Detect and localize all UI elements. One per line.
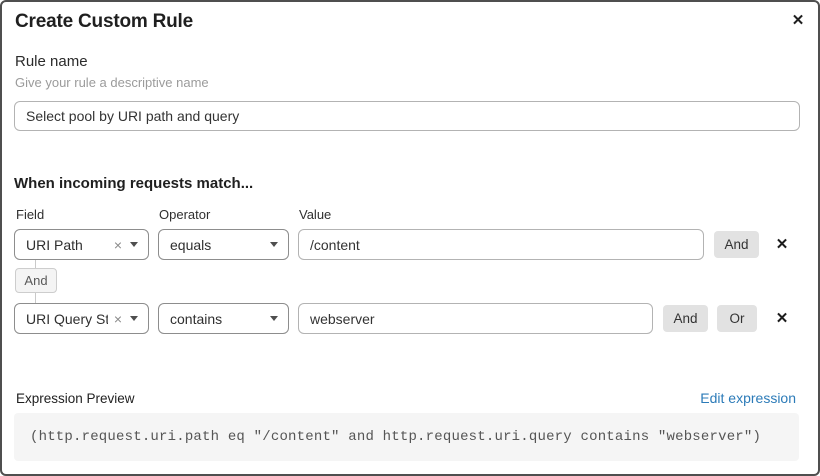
operator-select-row1[interactable]: equals — [158, 229, 289, 260]
field-select-row2[interactable]: URI Query St... × — [14, 303, 149, 334]
expression-preview-label: Expression Preview — [16, 391, 135, 406]
or-button-row2[interactable]: Or — [717, 305, 757, 332]
field-select-row1-value: URI Path — [26, 236, 83, 253]
rule-name-input[interactable] — [14, 101, 800, 131]
caret-down-icon — [130, 242, 138, 247]
column-label-operator: Operator — [159, 207, 211, 222]
rule-name-helper: Give your rule a descriptive name — [15, 75, 209, 90]
value-input-row1[interactable] — [298, 229, 704, 260]
close-icon[interactable]: ✕ — [785, 7, 811, 33]
column-label-value: Value — [299, 207, 332, 222]
page-title: Create Custom Rule — [15, 11, 193, 32]
clear-icon[interactable]: × — [113, 236, 122, 253]
caret-down-icon — [130, 316, 138, 321]
column-label-field: Field — [16, 207, 45, 222]
and-button-row2[interactable]: And — [663, 305, 708, 332]
operator-select-row2[interactable]: contains — [158, 303, 289, 334]
remove-row1-icon[interactable]: ✕ — [772, 234, 792, 254]
field-select-row2-value: URI Query St... — [26, 310, 108, 327]
value-input-row2[interactable] — [298, 303, 653, 334]
edit-expression-link[interactable]: Edit expression — [700, 390, 796, 406]
expression-code: (http.request.uri.path eq "/content" and… — [30, 429, 762, 445]
operator-select-row1-value: equals — [170, 236, 212, 253]
and-connector-pill: And — [15, 268, 57, 293]
and-button-row1[interactable]: And — [714, 231, 759, 258]
rule-name-label: Rule name — [15, 53, 88, 70]
caret-down-icon — [270, 316, 278, 321]
caret-down-icon — [270, 242, 278, 247]
match-heading: When incoming requests match... — [14, 175, 254, 192]
expression-preview-box: (http.request.uri.path eq "/content" and… — [14, 413, 799, 461]
clear-icon[interactable]: × — [113, 310, 122, 327]
operator-select-row2-value: contains — [170, 310, 223, 327]
remove-row2-icon[interactable]: ✕ — [772, 308, 792, 328]
field-select-row1[interactable]: URI Path × — [14, 229, 149, 260]
